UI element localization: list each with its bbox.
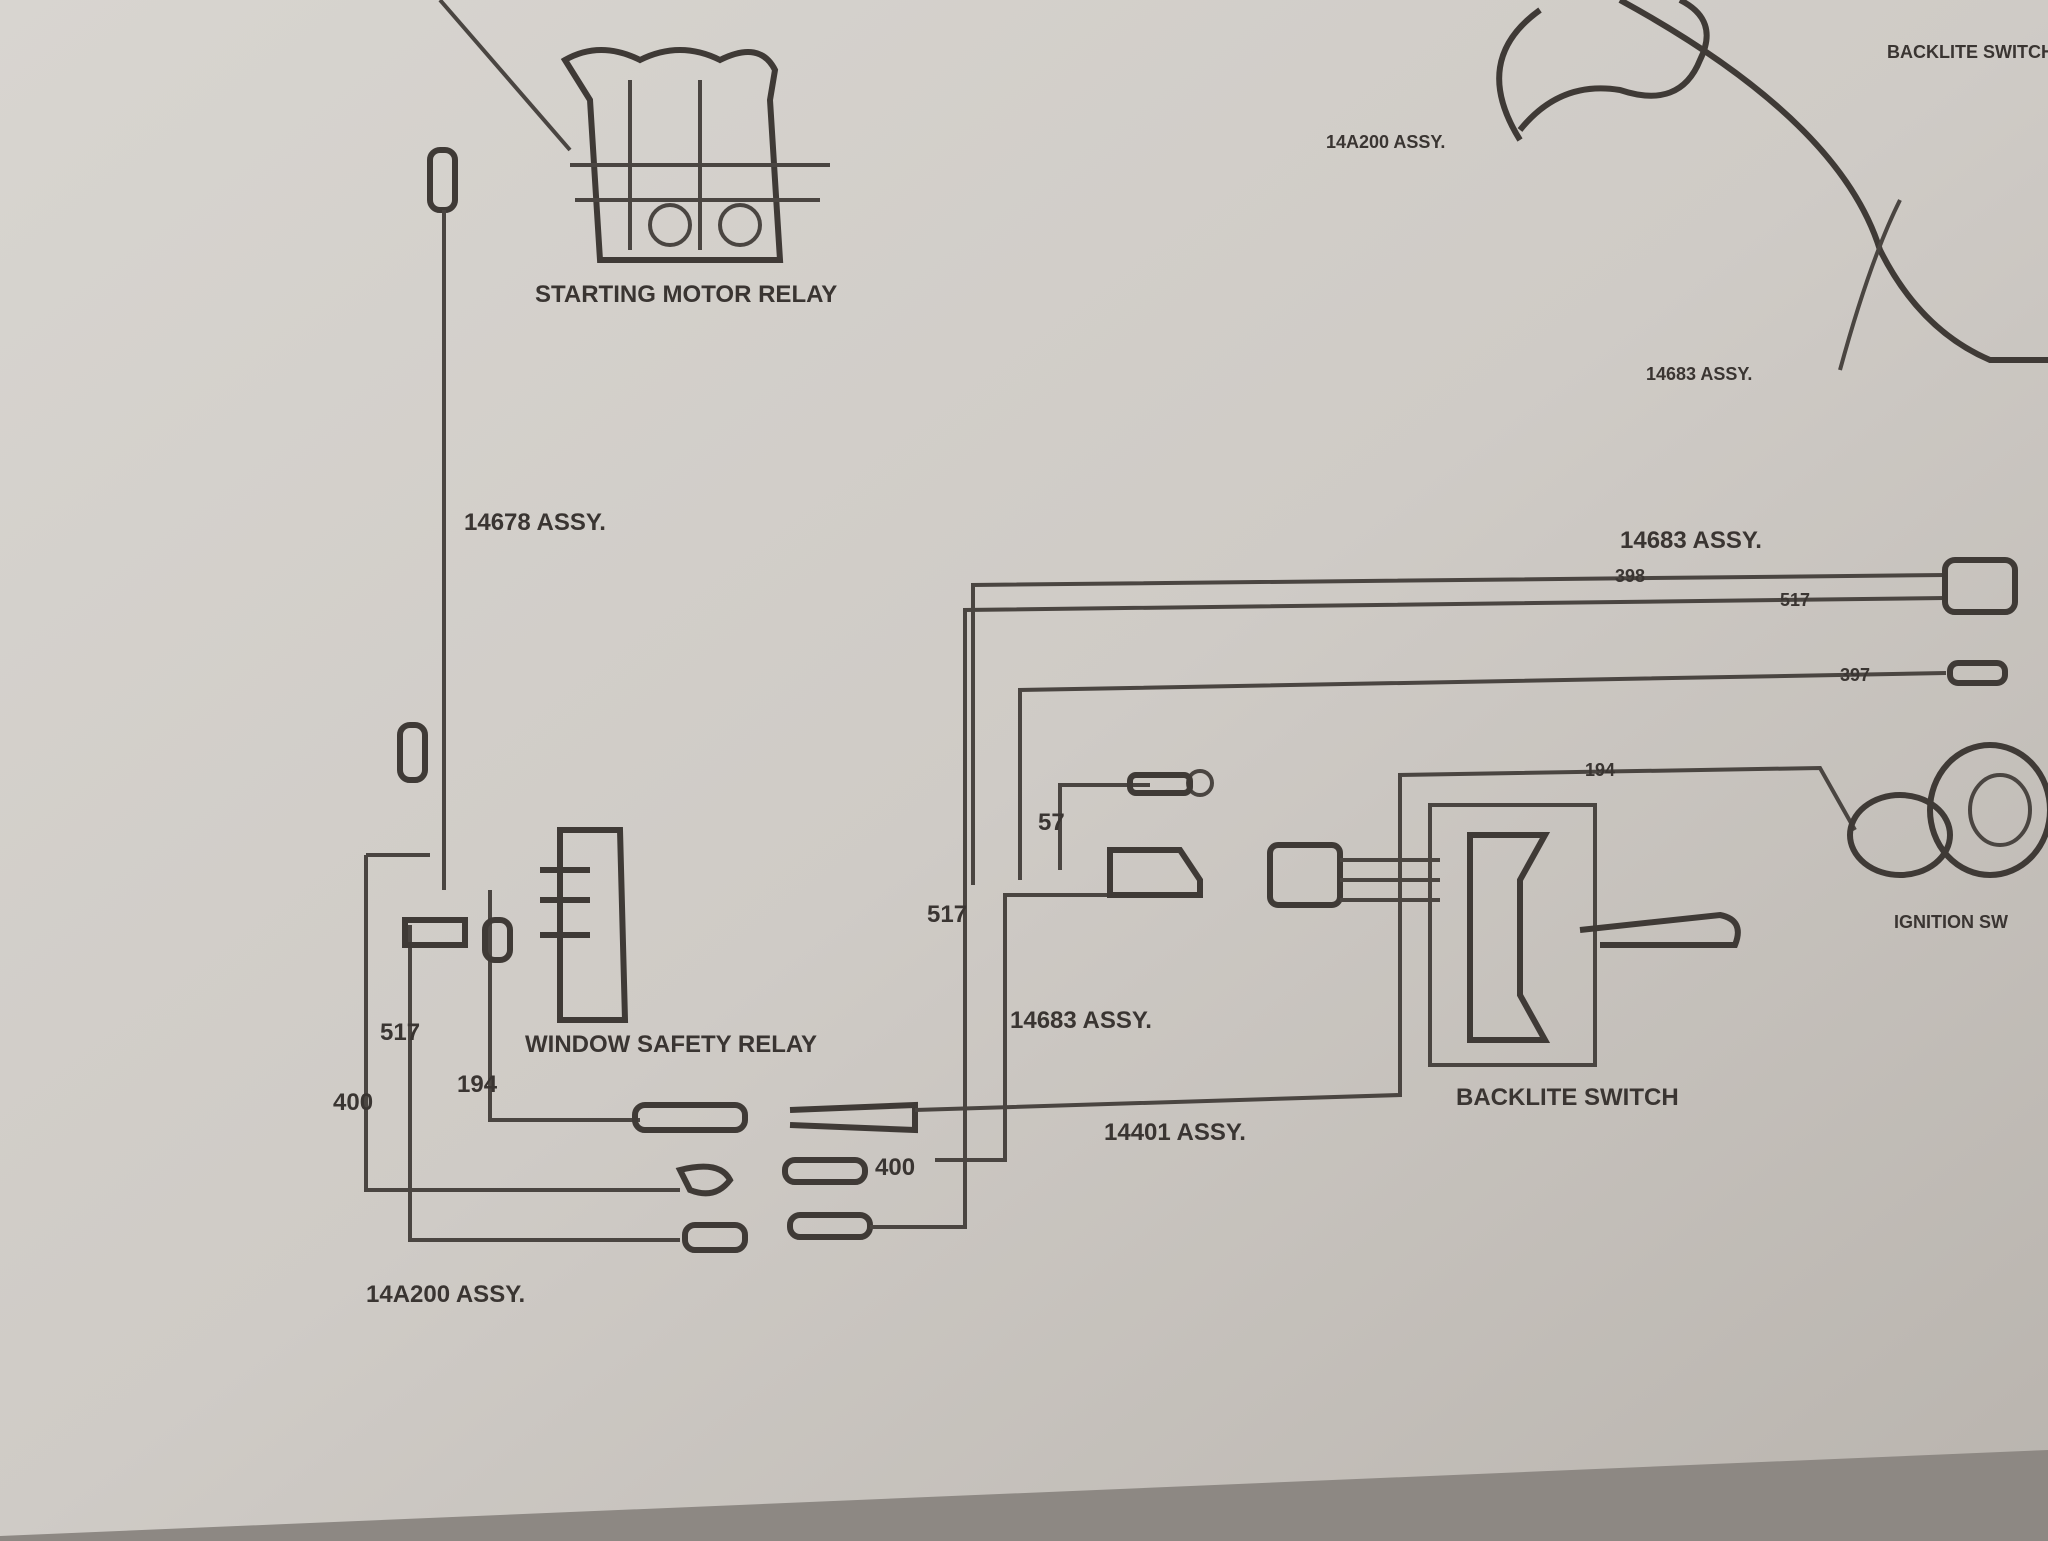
connector-397 <box>1947 660 2008 686</box>
top-right-cable-drawing <box>1496 0 2048 371</box>
wire-517-left-label: 517 <box>380 1019 420 1046</box>
assy-14683-mid-label: 14683 ASSY. <box>1010 1007 1152 1034</box>
assy-14a200-bottom-label: 14A200 ASSY. <box>366 1281 525 1308</box>
wire-194-right-label: 194 <box>1585 760 1615 780</box>
assy-14401-label: 14401 ASSY. <box>1104 1119 1246 1146</box>
wire-57-label: 57 <box>1038 809 1065 836</box>
wire-397-label: 397 <box>1840 665 1870 685</box>
assy-14683-upper-right-label: 14683 ASSY. <box>1646 364 1752 384</box>
wire-517-mid-label: 517 <box>927 901 967 928</box>
connector-398-517 <box>1942 557 2018 615</box>
assy-14683-top-label: 14683 ASSY. <box>1620 527 1762 554</box>
window-safety-relay-label: WINDOW SAFETY RELAY <box>525 1031 817 1058</box>
assy-14678-label: 14678 ASSY. <box>464 509 606 536</box>
backlite-switch-top-label: BACKLITE SWITCH <box>1887 42 2048 62</box>
wire-194-left-label: 194 <box>457 1071 498 1098</box>
harness-14683 <box>870 573 1947 1229</box>
wire-400-left-label: 400 <box>333 1089 373 1116</box>
assy-14a200-top-label: 14A200 ASSY. <box>1326 132 1445 152</box>
window-safety-relay-drawing <box>364 722 680 1242</box>
ignition-switch-label: IGNITION SW <box>1894 912 2008 932</box>
starting-motor-relay-drawing <box>427 0 830 263</box>
starting-motor-relay-label: STARTING MOTOR RELAY <box>535 281 837 308</box>
wire-517-top-label: 517 <box>1780 590 1810 610</box>
backlite-switch-label: BACKLITE SWITCH <box>1456 1084 1679 1111</box>
backlite-switch-drawing <box>1428 803 1741 1067</box>
wire-398-label: 398 <box>1615 566 1645 586</box>
wire-400-conn-label: 400 <box>875 1154 915 1181</box>
ignition-switch-drawing <box>1847 742 2048 878</box>
